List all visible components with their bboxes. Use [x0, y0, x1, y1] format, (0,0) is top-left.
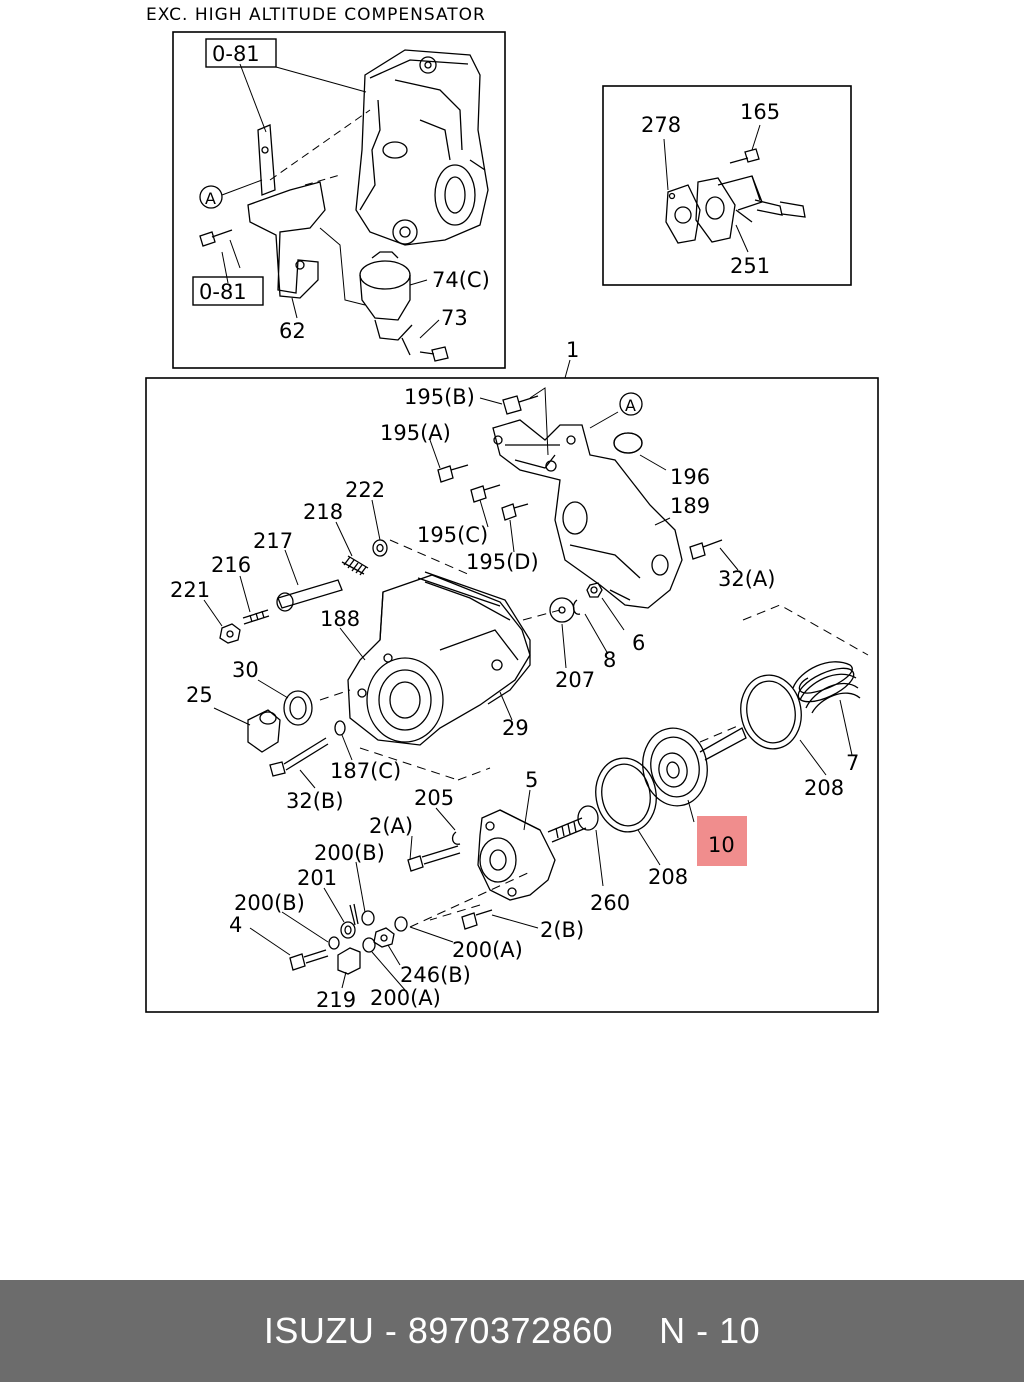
main-dash-lines: [319, 539, 869, 928]
caption-part-number: 8970372860: [407, 1310, 614, 1351]
label-260: 260: [590, 891, 630, 915]
label-5: 5: [525, 768, 538, 792]
main-labels: 1 195(B) 195(A) 196 222 218 195(C) 189 2…: [170, 338, 859, 1012]
caption-separator: -: [384, 1310, 398, 1351]
label-165: 165: [740, 100, 780, 124]
label-205: 205: [414, 786, 454, 810]
label-195a: 195(A): [380, 421, 451, 445]
callout-circle-a-main: [619, 392, 643, 416]
caption-ref-separator: -: [696, 1310, 709, 1351]
gasket-278-drawing: [665, 184, 701, 244]
bracket-62-drawing: [247, 124, 326, 299]
label-1: 1: [566, 338, 579, 362]
main-frame: [145, 377, 879, 1013]
label-187c: 187(C): [330, 759, 401, 783]
label-200b-a: 200(B): [314, 841, 385, 865]
label-62: 62: [279, 319, 306, 343]
caption-ref-number: 10: [719, 1310, 761, 1351]
label-222: 222: [345, 478, 385, 502]
label-2a: 2(A): [369, 814, 413, 838]
pump-housing-drawing: [355, 49, 489, 246]
label-208b: 208: [648, 865, 688, 889]
bracket-189-drawing: [492, 419, 683, 609]
label-200b-b: 200(B): [234, 891, 305, 915]
inset-frame-right: [602, 85, 852, 286]
gasket-29-drawing: [417, 571, 531, 705]
label-207: 207: [555, 668, 595, 692]
label-73: 73: [441, 306, 468, 330]
header-note: EXC. HIGH ALTITUDE COMPENSATOR: [146, 5, 486, 25]
label-195b: 195(B): [404, 385, 475, 409]
label-25: 25: [186, 683, 213, 707]
cover-5-drawing: [477, 809, 556, 901]
label-196: 196: [670, 465, 710, 489]
label-195c: 195(C): [417, 523, 488, 547]
ring-208-lower-drawing: [595, 757, 657, 833]
label-6: 6: [632, 631, 645, 655]
label-189: 189: [670, 494, 710, 518]
main-assembly-drawing: [203, 359, 869, 991]
bolt-165-drawing: [729, 148, 760, 164]
diaphragm-10-drawing: [642, 727, 747, 807]
caption-bar: ISUZU - 8970372860 N - 10: [0, 1280, 1024, 1382]
label-251: 251: [730, 254, 770, 278]
inset-frame-left: [172, 31, 506, 369]
label-32a: 32(A): [718, 567, 775, 591]
label-8: 8: [603, 648, 616, 672]
label-217: 217: [253, 529, 293, 553]
label-195d: 195(D): [466, 550, 539, 574]
label-10: 10: [708, 833, 735, 857]
label-circ-a-main: A: [625, 396, 636, 415]
label-246b: 246(B): [400, 963, 471, 987]
label-2b: 2(B): [540, 918, 584, 942]
label-32b: 32(B): [286, 789, 344, 813]
spring-7-drawing: [792, 661, 861, 714]
small-parts-left-drawing: [219, 539, 388, 777]
inset-leader-lines: [221, 63, 440, 339]
label-201: 201: [297, 866, 337, 890]
label-219: 219: [316, 988, 356, 1012]
inset-bracket-assembly: [172, 31, 506, 369]
sensor-251-drawing: [695, 175, 806, 243]
pump-body-188-drawing: [347, 574, 531, 746]
label-box-0-81-b: [192, 276, 264, 306]
label-29: 29: [502, 716, 529, 740]
label-0-81-a: 0-81: [212, 42, 260, 66]
label-216: 216: [211, 553, 251, 577]
label-208a: 208: [804, 776, 844, 800]
highlight-box-part-10: [697, 816, 747, 866]
valve-260-drawing: [547, 805, 599, 843]
caption-brand: ISUZU: [263, 1310, 375, 1351]
label-7: 7: [846, 751, 859, 775]
label-221: 221: [170, 578, 210, 602]
label-200a-b: 200(A): [370, 986, 441, 1010]
ring-208-upper-drawing: [740, 674, 802, 750]
label-circ-a-top: A: [205, 189, 216, 208]
small-parts-center-drawing: [549, 582, 603, 623]
small-parts-bottom-drawing: [289, 831, 493, 975]
label-74c: 74(C): [432, 268, 490, 292]
screws-195-drawing: [437, 395, 723, 560]
label-box-0-81-a: [205, 38, 277, 68]
parts-diagram: EXC. HIGH ALTITUDE COMPENSATOR: [145, 5, 879, 1013]
actuator-74c-drawing: [359, 251, 413, 356]
inset-bolts: [199, 229, 449, 362]
label-218: 218: [303, 500, 343, 524]
inset-sensor-assembly: [602, 85, 852, 286]
label-188: 188: [320, 607, 360, 631]
label-200a-a: 200(A): [452, 938, 523, 962]
main-leader-lines: [203, 387, 853, 991]
callout-circle-a-top: [199, 185, 223, 209]
inset-right-leaders: [663, 124, 761, 253]
label-30: 30: [232, 658, 259, 682]
label-4: 4: [229, 913, 242, 937]
caption-ref-prefix: N: [659, 1310, 686, 1351]
label-278: 278: [641, 113, 681, 137]
label-0-81-b: 0-81: [199, 280, 247, 304]
o-ring-196-drawing: [613, 432, 643, 454]
